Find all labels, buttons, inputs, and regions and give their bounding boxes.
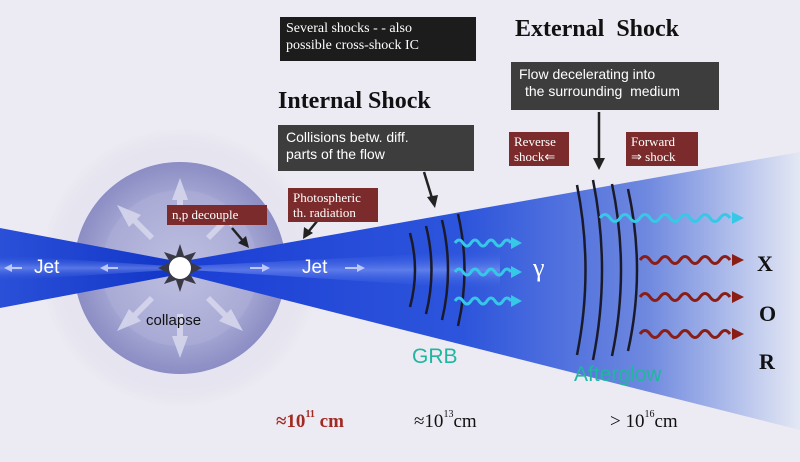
jet-right-label: Jet bbox=[302, 257, 328, 278]
shock-arc bbox=[408, 232, 417, 308]
shock-arc bbox=[575, 184, 587, 356]
scale-label-3: > 1016cm bbox=[610, 409, 678, 433]
internal-shock-desc-line-1: Collisions betw. diff. bbox=[286, 129, 409, 145]
forward-shock-box: Forward ⇒ shock bbox=[626, 132, 698, 166]
central-engine bbox=[158, 244, 202, 292]
flow-arrow-head bbox=[357, 264, 365, 272]
reverse-shock-box: Reverse shock⇐ bbox=[509, 132, 569, 166]
infall-arrow bbox=[172, 178, 188, 222]
infall-arrow bbox=[206, 296, 243, 331]
wave bbox=[453, 296, 513, 306]
scale-1-prefix: ≈10 bbox=[276, 411, 306, 432]
arrow-head-red bbox=[732, 328, 744, 340]
external-shock-fronts bbox=[575, 179, 639, 361]
jet-flow-arrows bbox=[4, 264, 365, 272]
flow-arrow-head bbox=[100, 264, 108, 272]
gamma-label: γ bbox=[533, 253, 545, 282]
scale-3-exponent: 16 bbox=[644, 409, 655, 420]
external-shock-desc-line-2: the surrounding medium bbox=[525, 83, 680, 99]
several-shocks-line-2: possible cross-shock IC bbox=[286, 38, 419, 53]
internal-shock-desc-line-2: parts of the flow bbox=[286, 146, 385, 162]
wave-teal bbox=[598, 213, 732, 223]
internal-shock-title: Internal Shock bbox=[278, 88, 431, 114]
afterglow-waves bbox=[598, 213, 732, 339]
arrow-head-red bbox=[732, 254, 744, 266]
jet-left-highlight bbox=[0, 255, 170, 281]
arrow-head-teal bbox=[732, 212, 744, 224]
scale-2-prefix: ≈10 bbox=[414, 411, 444, 432]
pointer-head bbox=[427, 195, 438, 208]
scale-2-unit: cm bbox=[453, 411, 477, 432]
scale-1-unit: cm bbox=[314, 411, 344, 432]
internal-shock-fronts bbox=[408, 213, 466, 327]
x-ray-label: X bbox=[757, 251, 773, 276]
jet-right-highlight bbox=[190, 250, 500, 290]
wave bbox=[453, 238, 513, 248]
photospheric-line-2: th. radiation bbox=[293, 205, 356, 220]
collapse-label: collapse bbox=[146, 312, 202, 329]
shock-arc bbox=[626, 188, 639, 352]
pointer-internal bbox=[422, 171, 434, 199]
scale-1-exponent: 11 bbox=[305, 409, 315, 420]
afterglow-label: Afterglow bbox=[574, 363, 662, 386]
flow-arrow-head bbox=[262, 264, 270, 272]
arrow-head bbox=[511, 237, 522, 249]
infall-arrow bbox=[117, 205, 154, 240]
afterglow-heads bbox=[732, 212, 744, 340]
grb-label: GRB bbox=[412, 345, 458, 368]
arrow-head bbox=[511, 266, 522, 278]
several-shocks-box: Several shocks - - also possible cross-s… bbox=[280, 17, 476, 61]
flow-arrow-head bbox=[4, 264, 12, 272]
pointer-head bbox=[593, 158, 605, 170]
pointer-arrows bbox=[231, 112, 605, 248]
wave-red bbox=[638, 329, 732, 339]
gamma-ray-heads bbox=[511, 237, 522, 307]
scale-label-1: ≈1011 cm bbox=[276, 409, 344, 433]
photospheric-box: Photospheric th. radiation bbox=[288, 188, 378, 222]
shock-arc bbox=[456, 213, 466, 327]
shock-arc bbox=[610, 183, 623, 357]
external-shock-desc-line-1: Flow decelerating into bbox=[519, 66, 656, 82]
reverse-shock-line-2: shock⇐ bbox=[514, 149, 556, 164]
jet-right-cone bbox=[190, 152, 800, 430]
shock-arc bbox=[591, 179, 604, 361]
shock-arc bbox=[440, 219, 450, 321]
optical-label: O bbox=[759, 301, 777, 326]
np-decouple-label: n,p decouple bbox=[172, 207, 239, 222]
pointer-head bbox=[303, 227, 313, 239]
several-shocks-line-1: Several shocks - - also bbox=[286, 21, 412, 36]
engine-core bbox=[169, 257, 191, 279]
scale-label-2: ≈1013cm bbox=[414, 409, 477, 433]
shock-arc bbox=[424, 225, 433, 315]
reverse-shock-line-1: Reverse bbox=[514, 134, 556, 149]
scale-3-unit: cm bbox=[654, 411, 678, 432]
wave-red bbox=[638, 292, 732, 302]
pointer-head bbox=[238, 236, 249, 248]
forward-shock-line-2: ⇒ shock bbox=[631, 149, 676, 164]
arrow-head-red bbox=[732, 291, 744, 303]
infall-arrow bbox=[117, 296, 154, 331]
wave bbox=[453, 267, 513, 277]
scale-3-prefix: > 10 bbox=[610, 411, 645, 432]
jet-left-label: Jet bbox=[34, 257, 60, 278]
external-shock-desc-box: Flow decelerating into the surrounding m… bbox=[511, 62, 719, 110]
photospheric-line-1: Photospheric bbox=[293, 190, 361, 205]
radio-label: R bbox=[759, 349, 775, 374]
gamma-ray-waves bbox=[453, 238, 513, 306]
infall-arrow bbox=[172, 314, 188, 358]
arrow-head bbox=[511, 295, 522, 307]
scale-2-exponent: 13 bbox=[443, 409, 454, 420]
forward-shock-line-1: Forward bbox=[631, 134, 676, 149]
pointer-np bbox=[231, 227, 244, 242]
np-decouple-box: n,p decouple bbox=[167, 205, 267, 225]
wave-red bbox=[638, 255, 732, 265]
internal-shock-desc-box: Collisions betw. diff. parts of the flow bbox=[278, 125, 474, 171]
external-shock-title: External Shock bbox=[515, 16, 680, 42]
